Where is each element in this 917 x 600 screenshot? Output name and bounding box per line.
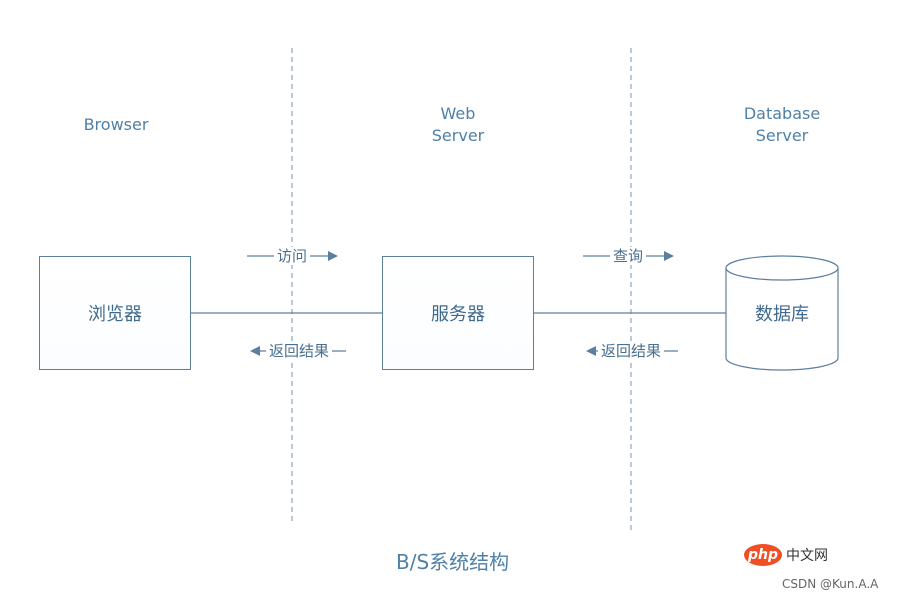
server-box: 服务器 <box>382 256 534 370</box>
arrow-label-request-2: 查询 <box>610 247 647 265</box>
arrow-label-request-1: 访问 <box>274 247 311 265</box>
server-box-label: 服务器 <box>431 304 485 325</box>
php-logo: php 中文网 <box>744 544 828 566</box>
tier-label-database-server: Database Server <box>730 103 834 147</box>
tier-label-web-server: Web Server <box>412 103 504 147</box>
browser-box: 浏览器 <box>39 256 191 370</box>
diagram-caption: B/S系统结构 <box>396 550 510 574</box>
tier-label-browser: Browser <box>83 115 149 134</box>
arrowhead-request-1 <box>328 251 338 261</box>
database-cylinder-label: 数据库 <box>755 304 809 325</box>
database-cylinder-shape <box>725 255 839 371</box>
php-logo-badge: php <box>744 544 782 566</box>
browser-box-label: 浏览器 <box>88 304 142 325</box>
php-logo-name: 中文网 <box>786 548 828 564</box>
tier-label-web-server-line2: Server <box>431 126 485 145</box>
tier-label-database-server-line1: Database <box>743 104 821 123</box>
tier-label-web-server-line1: Web <box>440 104 476 123</box>
tier-label-database-server-line2: Server <box>755 126 809 145</box>
csdn-watermark: CSDN @Kun.A.A <box>782 577 879 591</box>
arrow-label-response-1: 返回结果 <box>266 342 333 360</box>
arrowhead-response-1 <box>250 346 260 356</box>
arrowhead-request-2 <box>664 251 674 261</box>
arrowhead-response-2 <box>586 346 596 356</box>
arrow-label-response-2: 返回结果 <box>598 342 665 360</box>
